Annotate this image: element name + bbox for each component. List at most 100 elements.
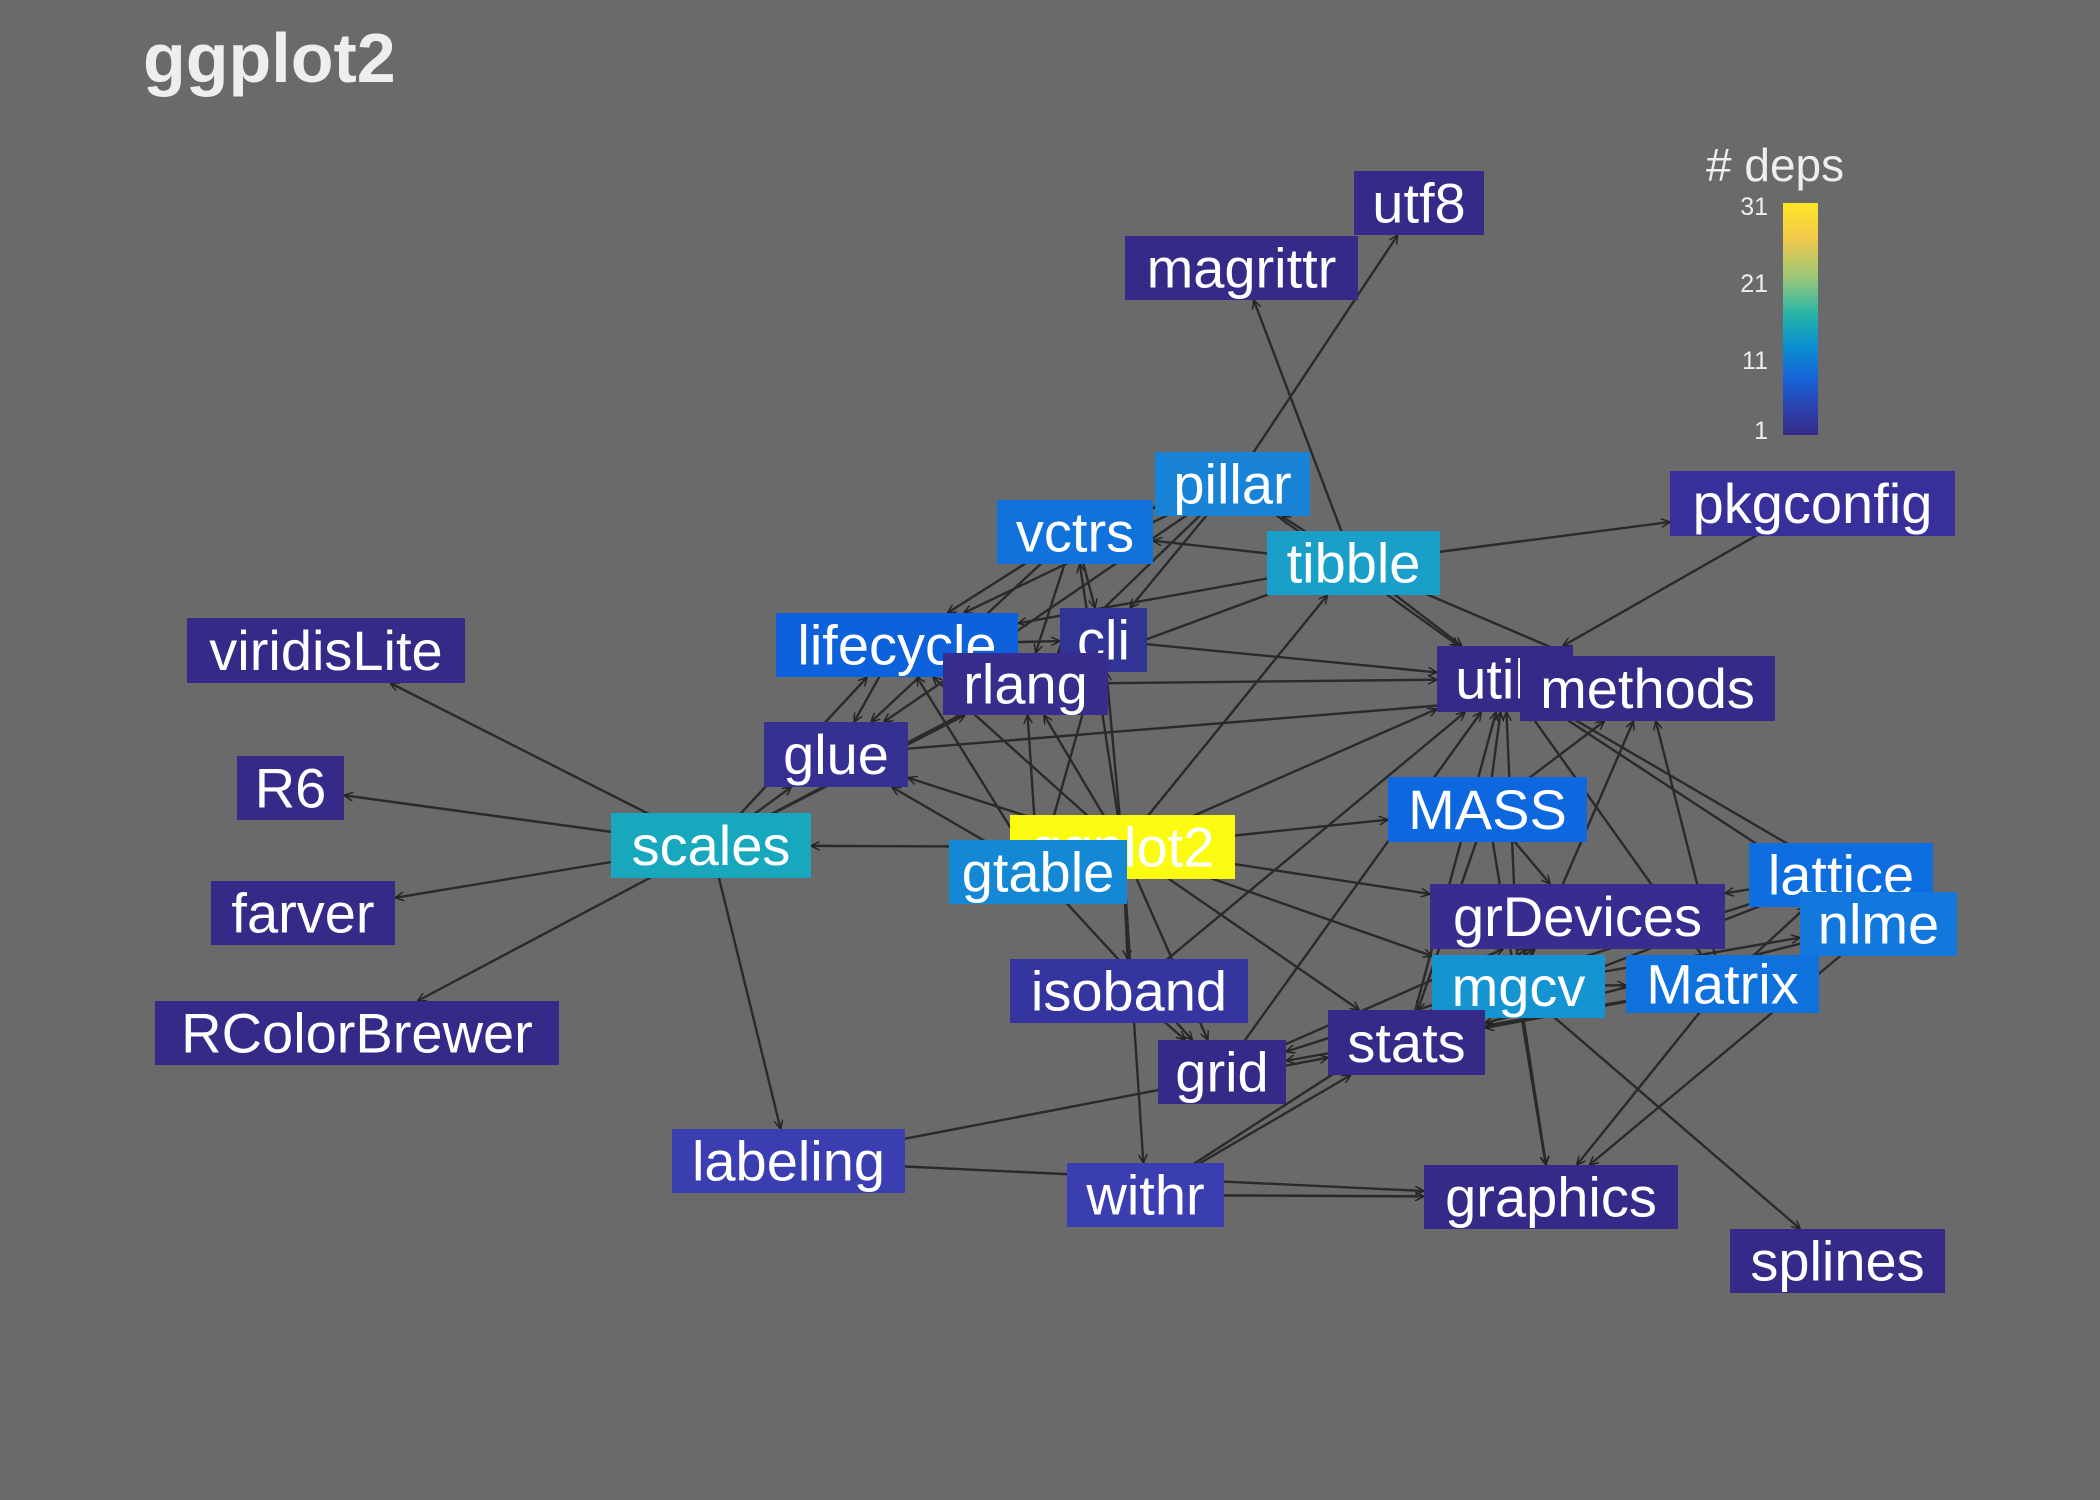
edge-glue-to-methods: [835, 699, 1520, 756]
node-stats[interactable]: stats: [1328, 1010, 1485, 1075]
node-label-grDevices: grDevices: [1453, 885, 1702, 948]
node-box-vctrs: [997, 500, 1153, 564]
node-box-R6: [237, 756, 344, 820]
node-labeling[interactable]: labeling: [672, 1129, 905, 1193]
node-box-splines: [1730, 1229, 1945, 1293]
node-isoband[interactable]: isoband: [1010, 959, 1248, 1023]
node-R6[interactable]: R6: [237, 756, 344, 820]
node-label-utf8: utf8: [1372, 172, 1465, 235]
edge-tibble-to-magrittr: [1254, 300, 1355, 564]
node-label-gtable: gtable: [962, 841, 1115, 904]
node-box-grid: [1158, 1040, 1286, 1104]
node-box-rlang: [943, 653, 1108, 715]
legend-tick-1: 1: [1754, 417, 1768, 445]
node-graphics[interactable]: graphics: [1424, 1165, 1678, 1229]
node-label-stats: stats: [1347, 1011, 1465, 1074]
edge-grid-to-utils: [1221, 712, 1483, 1073]
node-label-vctrs: vctrs: [1016, 501, 1134, 564]
edge-pillar-to-glue: [884, 483, 1234, 723]
node-layer: ggplot2scalestibblepillarvctrslifecyclec…: [155, 171, 1957, 1293]
edge-Matrix-to-graphics: [1577, 983, 1724, 1165]
node-box-farver: [211, 881, 395, 945]
node-box-viridisLite: [187, 618, 465, 683]
node-nlme[interactable]: nlme: [1800, 892, 1957, 956]
node-label-glue: glue: [783, 723, 889, 786]
node-box-Matrix: [1626, 955, 1819, 1013]
node-farver[interactable]: farver: [211, 881, 395, 945]
node-label-withr: withr: [1085, 1164, 1204, 1227]
node-vctrs[interactable]: vctrs: [997, 500, 1153, 564]
node-box-grDevices: [1430, 884, 1725, 949]
node-label-rlang: rlang: [963, 653, 1088, 716]
node-methods[interactable]: methods: [1520, 656, 1775, 721]
node-gtable[interactable]: gtable: [949, 840, 1127, 904]
node-box-scales: [611, 813, 811, 878]
node-label-RColorBrewer: RColorBrewer: [181, 1002, 533, 1065]
node-grDevices[interactable]: grDevices: [1430, 884, 1725, 949]
node-box-magrittr: [1125, 236, 1358, 300]
legend-title: # deps: [1706, 139, 1845, 191]
node-label-Matrix: Matrix: [1646, 953, 1798, 1016]
node-box-tibble: [1267, 531, 1440, 595]
node-rlang[interactable]: rlang: [943, 653, 1108, 716]
node-box-withr: [1067, 1163, 1224, 1227]
node-box-graphics: [1424, 1165, 1678, 1229]
edge-scales-to-labeling: [709, 845, 781, 1130]
node-withr[interactable]: withr: [1067, 1163, 1224, 1227]
node-box-pillar: [1155, 452, 1310, 516]
node-label-isoband: isoband: [1031, 960, 1227, 1023]
node-magrittr[interactable]: magrittr: [1125, 236, 1358, 300]
node-label-splines: splines: [1750, 1230, 1924, 1293]
edge-isoband-to-utils: [1128, 712, 1465, 992]
node-tibble[interactable]: tibble: [1267, 531, 1440, 595]
node-label-grid: grid: [1175, 1041, 1268, 1104]
node-pkgconfig[interactable]: pkgconfig: [1670, 471, 1955, 536]
node-label-nlme: nlme: [1818, 893, 1939, 956]
node-label-pillar: pillar: [1173, 453, 1291, 516]
node-box-gtable: [949, 840, 1127, 904]
node-box-isoband: [1010, 959, 1248, 1023]
node-label-R6: R6: [255, 757, 327, 820]
edge-layer: [344, 235, 1880, 1229]
node-label-viridisLite: viridisLite: [209, 619, 442, 682]
node-MASS[interactable]: MASS: [1388, 777, 1587, 842]
node-mgcv[interactable]: mgcv: [1432, 955, 1605, 1018]
node-label-pkgconfig: pkgconfig: [1693, 472, 1933, 535]
node-grid[interactable]: grid: [1158, 1040, 1286, 1104]
node-label-graphics: graphics: [1445, 1166, 1657, 1229]
edge-cli-to-utils: [1103, 638, 1438, 672]
node-box-methods: [1520, 656, 1775, 721]
node-label-methods: methods: [1540, 657, 1755, 720]
node-label-tibble: tibble: [1287, 532, 1421, 595]
node-scales[interactable]: scales: [611, 813, 811, 878]
node-box-utf8: [1354, 171, 1484, 235]
node-label-mgcv: mgcv: [1452, 955, 1586, 1018]
node-box-stats: [1328, 1010, 1485, 1075]
node-box-glue: [764, 722, 908, 787]
node-label-labeling: labeling: [692, 1130, 885, 1193]
node-label-magrittr: magrittr: [1147, 237, 1337, 300]
node-Matrix[interactable]: Matrix: [1626, 953, 1819, 1016]
node-box-nlme: [1800, 892, 1957, 956]
node-pillar[interactable]: pillar: [1155, 452, 1310, 516]
node-box-RColorBrewer: [155, 1001, 559, 1065]
edge-nlme-to-graphics: [1589, 923, 1880, 1165]
node-label-scales: scales: [632, 814, 791, 877]
node-glue[interactable]: glue: [764, 722, 908, 787]
node-RColorBrewer[interactable]: RColorBrewer: [155, 1001, 559, 1065]
edge-stats-to-utils: [1405, 712, 1497, 1043]
node-splines[interactable]: splines: [1730, 1229, 1945, 1293]
legend-colorbar: [1783, 203, 1818, 435]
node-box-labeling: [672, 1129, 905, 1193]
node-utf8[interactable]: utf8: [1354, 171, 1484, 235]
legend-tick-21: 21: [1740, 270, 1768, 298]
page-title: ggplot2: [143, 19, 396, 97]
node-box-MASS: [1388, 777, 1587, 842]
node-box-mgcv: [1432, 955, 1605, 1018]
node-label-MASS: MASS: [1408, 778, 1567, 841]
node-viridisLite[interactable]: viridisLite: [187, 618, 465, 683]
node-box-pkgconfig: [1670, 471, 1955, 536]
legend-tick-11: 11: [1742, 347, 1768, 375]
node-label-farver: farver: [231, 882, 374, 945]
